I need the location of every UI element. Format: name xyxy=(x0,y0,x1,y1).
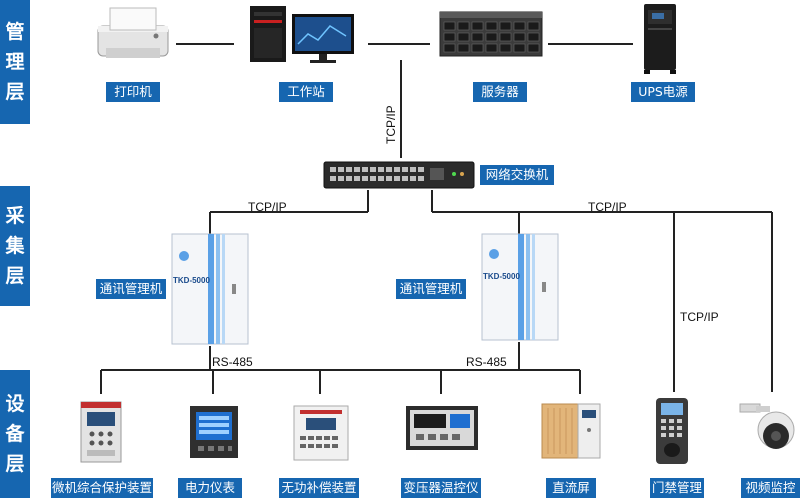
management-layer-band: 管理层 xyxy=(0,0,30,124)
branch-protocol-label: TCP/IP xyxy=(680,310,719,324)
reactive-compensation-icon xyxy=(292,404,350,462)
server-label: 服务器 xyxy=(473,82,527,102)
access-control-label: 门禁管理 xyxy=(650,478,704,498)
network-switch-icon xyxy=(322,158,476,192)
dc-panel-label: 直流屏 xyxy=(546,478,596,498)
right-protocol-label: TCP/IP xyxy=(588,200,627,214)
uplink-protocol-label: TCP/IP xyxy=(384,105,398,144)
right-bus-label: RS-485 xyxy=(466,355,507,369)
device-layer-band: 设备层 xyxy=(0,370,30,498)
workstation-icon xyxy=(246,4,358,64)
ups-label: UPS电源 xyxy=(631,82,695,102)
relay-protection-label: 微机综合保护装置 xyxy=(51,478,153,498)
server-icon xyxy=(438,8,544,60)
comm-manager-left-icon xyxy=(168,232,252,348)
dc-panel-icon xyxy=(540,400,602,462)
collection-layer-band: 采集层 xyxy=(0,186,30,306)
printer-icon xyxy=(92,4,174,62)
comm-manager-right-model: TKD-5000 xyxy=(483,272,520,281)
layer-label-collection: 采集层 xyxy=(5,205,25,287)
layer-label-management: 管理层 xyxy=(5,21,25,103)
power-meter-icon xyxy=(188,404,240,462)
comm-manager-left-label: 通讯管理机 xyxy=(96,279,166,299)
transformer-temp-controller-icon xyxy=(404,404,480,454)
left-protocol-label: TCP/IP xyxy=(248,200,287,214)
comm-manager-left-model: TKD-5000 xyxy=(173,276,210,285)
comm-manager-right-label: 通讯管理机 xyxy=(396,279,466,299)
left-bus-label: RS-485 xyxy=(212,355,253,369)
transformer-temp-label: 变压器温控仪 xyxy=(401,478,481,498)
ups-icon xyxy=(640,2,680,76)
comm-manager-right-icon xyxy=(478,232,562,344)
layer-label-device: 设备层 xyxy=(5,393,25,475)
camera-icon xyxy=(736,400,800,462)
workstation-label: 工作站 xyxy=(279,82,333,102)
access-control-icon xyxy=(652,396,692,466)
relay-protection-icon xyxy=(78,400,124,466)
reactive-compensation-label: 无功补偿装置 xyxy=(279,478,359,498)
power-meter-label: 电力仪表 xyxy=(178,478,242,498)
printer-label: 打印机 xyxy=(106,82,160,102)
switch-label: 网络交换机 xyxy=(480,165,554,185)
camera-label: 视频监控 xyxy=(741,478,800,498)
